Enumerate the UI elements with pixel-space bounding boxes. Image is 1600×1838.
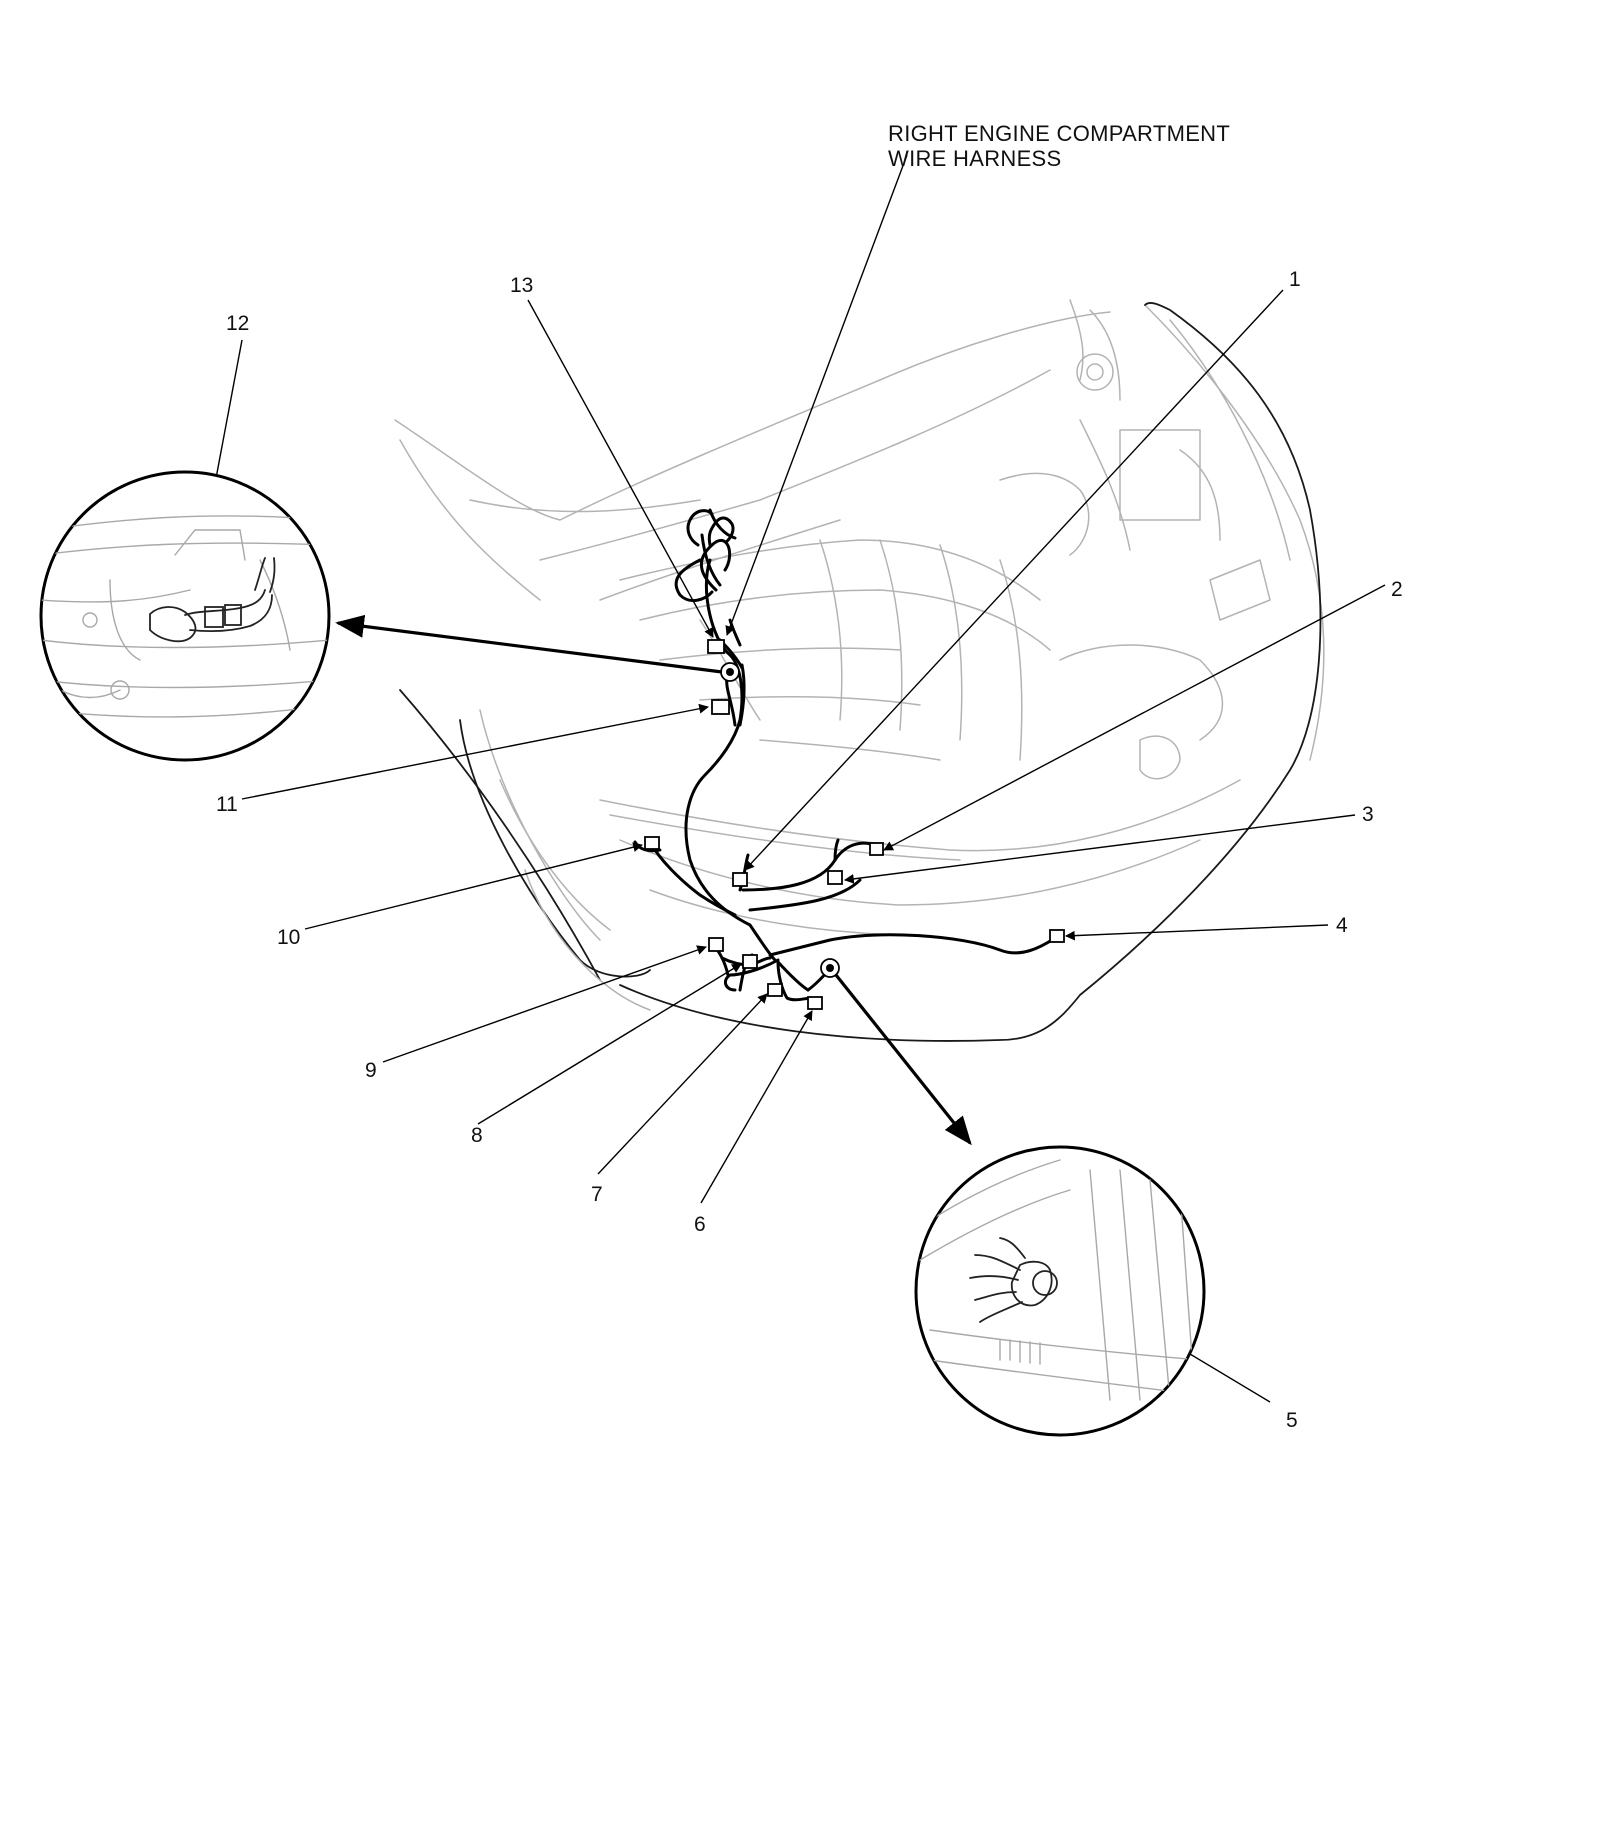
callout-6: 6 [694, 1213, 706, 1236]
callout-10: 10 [277, 926, 300, 949]
ground-terminal-5-bolt [826, 964, 834, 972]
callout-1: 1 [1289, 268, 1301, 291]
callout-2: 2 [1391, 578, 1403, 601]
harness-title: RIGHT ENGINE COMPARTMENT WIRE HARNESS [888, 121, 1230, 171]
vehicle-front-outline [394, 299, 1325, 1042]
connector-4 [1049, 929, 1065, 943]
ground-terminal-12-bolt [726, 668, 734, 676]
callout-11: 11 [216, 793, 238, 816]
connector-1 [732, 872, 748, 887]
detail-view-right [914, 1145, 1206, 1437]
callout-13: 13 [510, 274, 533, 297]
callout-7: 7 [591, 1183, 603, 1206]
callout-4: 4 [1336, 914, 1348, 937]
callout-9: 9 [365, 1059, 377, 1082]
callout-3: 3 [1362, 803, 1374, 826]
wire-harness [633, 508, 1057, 1002]
callout-8: 8 [471, 1124, 483, 1147]
detail-view-left [39, 470, 331, 762]
detail-arrows [335, 614, 972, 1146]
connector-9 [708, 937, 724, 952]
connector-7 [767, 983, 783, 997]
callout-labels: 1 2 3 4 5 6 7 8 9 10 11 12 13 [216, 268, 1403, 1432]
connector-13 [707, 639, 725, 654]
connector-6 [807, 996, 823, 1010]
callout-5: 5 [1286, 1409, 1298, 1432]
harness-title-line1: RIGHT ENGINE COMPARTMENT [888, 121, 1230, 146]
connectors [644, 639, 1065, 1010]
connector-11 [711, 699, 730, 715]
callout-12: 12 [226, 312, 249, 335]
harness-title-line2: WIRE HARNESS [888, 146, 1062, 171]
connector-8 [742, 954, 758, 969]
leader-lines [191, 154, 1386, 1403]
connector-3 [827, 870, 843, 885]
connector-10 [644, 836, 660, 850]
connector-2 [869, 842, 884, 856]
